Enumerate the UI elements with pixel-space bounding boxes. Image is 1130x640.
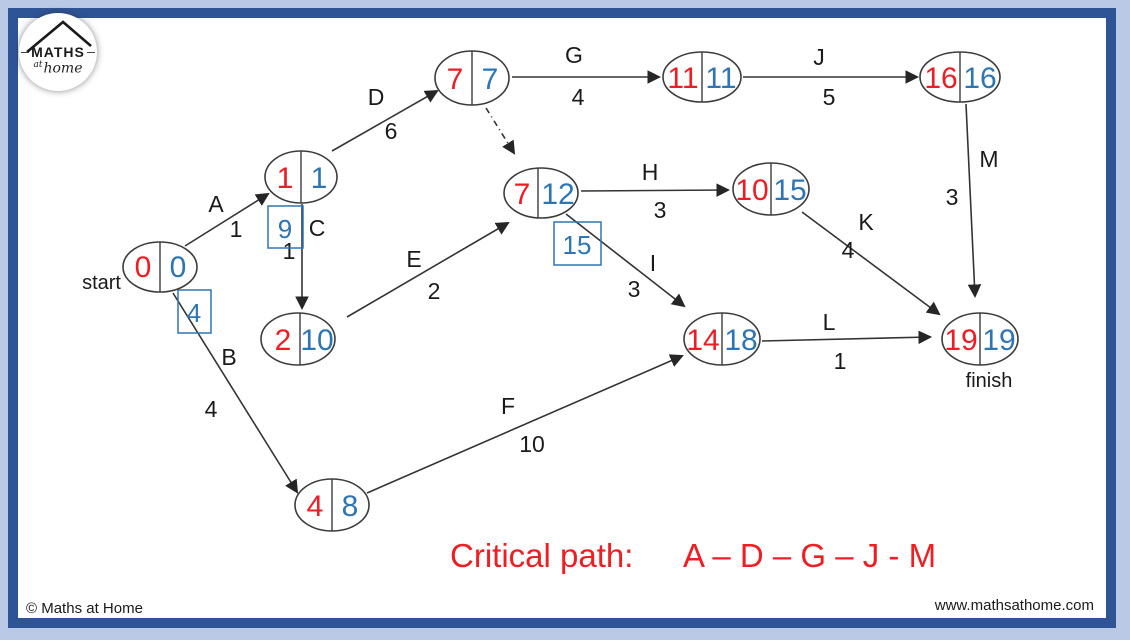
maths-at-home-logo: MATHS athome bbox=[19, 13, 97, 91]
node-1-late: 1 bbox=[311, 162, 328, 195]
node-start-late: 0 bbox=[170, 251, 187, 284]
node-14-early: 14 bbox=[686, 324, 719, 357]
edge-H: H 3 bbox=[580, 159, 731, 223]
node-1-1: 1 1 bbox=[264, 150, 338, 204]
edge-K: K 4 bbox=[801, 209, 941, 316]
edge-L: L 1 bbox=[761, 309, 933, 374]
node-finish-late: 19 bbox=[982, 324, 1015, 357]
edge-I-label: I bbox=[650, 250, 656, 276]
edge-E-duration: 2 bbox=[428, 278, 441, 304]
node-10-15: 10 15 bbox=[732, 162, 810, 216]
edge-B-duration: 4 bbox=[205, 396, 218, 422]
copyright-text: © Maths at Home bbox=[26, 600, 143, 617]
node-2-10: 2 10 bbox=[260, 312, 336, 366]
logo-home: home bbox=[43, 60, 83, 77]
edge-A-duration: 1 bbox=[230, 216, 243, 242]
float-15-value: 15 bbox=[563, 230, 592, 260]
node-finish-early: 19 bbox=[944, 324, 977, 357]
node-11-late: 11 bbox=[705, 62, 736, 95]
edge-K-duration: 4 bbox=[842, 237, 855, 263]
edge-B: B 4 bbox=[172, 292, 299, 494]
node-14-late: 18 bbox=[724, 324, 757, 357]
edge-J-duration: 5 bbox=[823, 84, 836, 110]
node-16-16: 16 16 bbox=[919, 51, 1001, 103]
float-box-15: 15 bbox=[553, 221, 602, 266]
node-7b-late: 12 bbox=[541, 178, 574, 211]
node-1-early: 1 bbox=[277, 162, 294, 195]
node-4-early: 4 bbox=[307, 490, 324, 523]
edge-D-label: D bbox=[368, 84, 385, 110]
node-11-early: 11 bbox=[667, 62, 698, 95]
edge-F: F 10 bbox=[366, 354, 684, 494]
node-7b-early: 7 bbox=[514, 178, 531, 211]
node-16-early: 16 bbox=[924, 62, 957, 95]
edge-J-label: J bbox=[813, 44, 825, 70]
node-14-18: 14 18 bbox=[683, 312, 761, 366]
node-2-late: 10 bbox=[300, 324, 333, 357]
edge-D-duration: 6 bbox=[385, 118, 398, 144]
node-finish: 19 19 bbox=[941, 312, 1019, 366]
node-7a-late: 7 bbox=[482, 63, 499, 96]
edge-B-label: B bbox=[221, 344, 236, 370]
logo-subtitle: athome bbox=[34, 60, 83, 77]
edge-G-label: G bbox=[565, 42, 583, 68]
edge-F-duration: 10 bbox=[519, 431, 545, 457]
edge-E-label: E bbox=[406, 246, 421, 272]
roof-icon bbox=[26, 20, 92, 53]
edge-F-label: F bbox=[501, 393, 515, 419]
edge-H-label: H bbox=[642, 159, 659, 185]
dummy-edge bbox=[485, 107, 516, 155]
node-7-12: 7 12 bbox=[503, 167, 579, 219]
edge-G-duration: 4 bbox=[572, 84, 585, 110]
edge-I: I 3 bbox=[565, 213, 686, 308]
edge-M: M 3 bbox=[946, 103, 999, 299]
edge-A: A 1 bbox=[184, 191, 270, 247]
start-label: start bbox=[82, 272, 121, 294]
node-4-8: 4 8 bbox=[294, 478, 370, 532]
edge-D: D 6 bbox=[331, 84, 439, 152]
edge-M-duration: 3 bbox=[946, 184, 959, 210]
critical-path-caption-label: Critical path: bbox=[450, 537, 633, 574]
edge-G: G 4 bbox=[512, 42, 662, 110]
website-url: www.mathsathome.com bbox=[934, 597, 1094, 614]
edge-E: E 2 bbox=[346, 221, 510, 318]
edge-I-duration: 3 bbox=[628, 276, 641, 302]
node-2-early: 2 bbox=[275, 324, 292, 357]
edge-L-duration: 1 bbox=[834, 348, 847, 374]
logo-title: MATHS bbox=[21, 44, 95, 60]
node-start-early: 0 bbox=[135, 251, 152, 284]
node-7-7: 7 7 bbox=[434, 50, 510, 106]
float-C-value: 9 bbox=[278, 214, 292, 244]
float-B-value: 4 bbox=[187, 298, 201, 328]
node-16-late: 16 bbox=[963, 62, 996, 95]
edge-K-label: K bbox=[858, 209, 874, 235]
edge-C-label: C bbox=[309, 215, 326, 241]
edge-C: C 1 bbox=[283, 204, 326, 311]
critical-path-caption-value: A – D – G – J - M bbox=[683, 537, 936, 574]
node-11-11: 11 11 bbox=[662, 51, 742, 103]
finish-label: finish bbox=[966, 370, 1013, 392]
edge-C-duration: 1 bbox=[283, 238, 296, 264]
edge-H-duration: 3 bbox=[654, 197, 667, 223]
edge-J: J 5 bbox=[743, 44, 920, 110]
node-4-late: 8 bbox=[342, 490, 359, 523]
node-start: 0 0 bbox=[122, 241, 198, 293]
node-7a-early: 7 bbox=[447, 63, 464, 96]
float-box-C: 9 bbox=[267, 205, 304, 249]
node-10-early: 10 bbox=[735, 174, 768, 207]
float-box-B: 4 bbox=[177, 289, 212, 334]
edge-L-label: L bbox=[823, 309, 836, 335]
edge-A-label: A bbox=[208, 191, 224, 217]
node-10-late: 15 bbox=[773, 174, 806, 207]
edge-M-label: M bbox=[979, 146, 998, 172]
slide-frame bbox=[8, 8, 1116, 628]
logo-at: at bbox=[33, 60, 43, 70]
